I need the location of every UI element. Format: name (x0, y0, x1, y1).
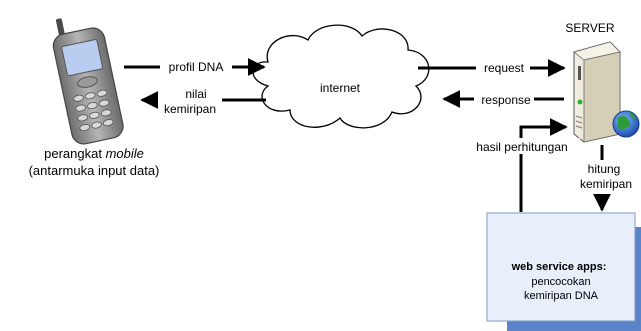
arrow-hasil-perhitungan (519, 118, 568, 212)
cloud-icon (252, 24, 430, 129)
webservice-box (486, 212, 636, 322)
mobile-caption-line1: perangkat mobile (44, 146, 144, 161)
mobile-phone-icon (52, 18, 124, 145)
webservice-line1: pencocokan (531, 276, 590, 288)
label-response: response (481, 93, 531, 107)
label-nilai-kemiripan: kemiripan (164, 102, 216, 116)
label-hitung: hitung (588, 162, 621, 176)
label-hitung-kemiripan: kemiripan (580, 177, 632, 191)
webservice-title: web service apps: (511, 261, 607, 273)
label-nilai: nilai (185, 87, 206, 101)
label-request: request (484, 61, 525, 75)
label-profil-dna: profil DNA (169, 60, 224, 74)
cloud-label: internet (320, 81, 361, 95)
label-hasil-perhitungan: hasil perhitungan (476, 140, 567, 154)
webservice-line2: kemiripan DNA (524, 290, 599, 302)
mobile-caption-line2: (antarmuka input data) (29, 163, 160, 178)
server-label: SERVER (565, 21, 614, 35)
globe-icon (612, 110, 640, 138)
